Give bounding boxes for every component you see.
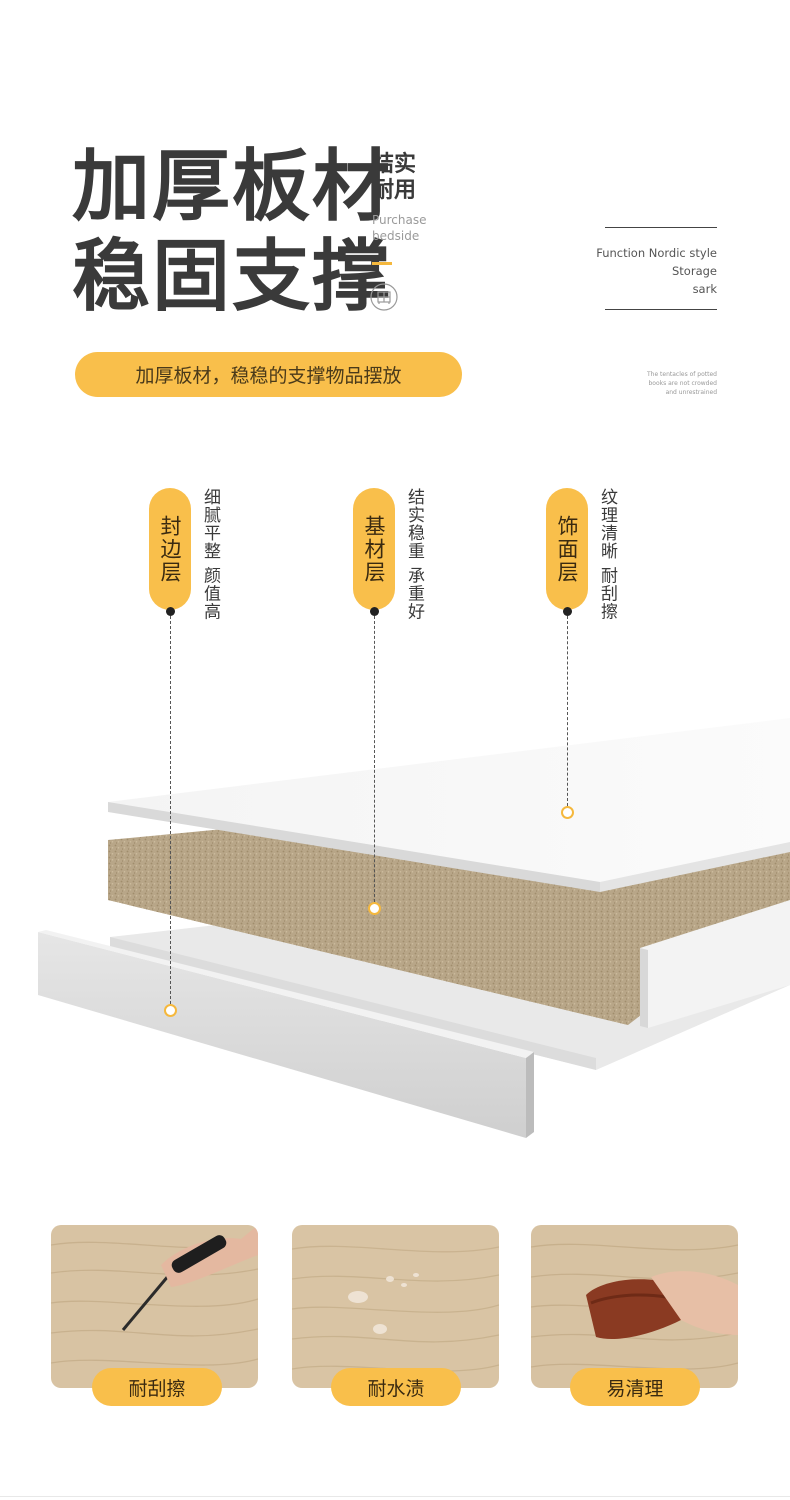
tiny-line-1: The tentacles of potted — [646, 371, 717, 378]
title-line-1: 加厚板材 — [72, 142, 393, 232]
feature-label-water: 耐水渍 — [331, 1368, 461, 1406]
orange-dash — [372, 262, 392, 265]
bottom-rule — [605, 309, 717, 310]
layer-tag-veneer: 饰面层 — [546, 488, 588, 610]
layer-dot-veneer — [563, 607, 572, 616]
top-rule — [605, 227, 717, 228]
side-cn-line-1: 结实 — [372, 152, 417, 177]
func-line-2: Storage — [672, 264, 717, 278]
layer-line-edge — [170, 616, 171, 1004]
subtitle-pill: 加厚板材，稳稳的支撑物品摆放 — [75, 352, 462, 397]
layer-desc-edge: 细腻平整 颜值高 — [200, 488, 220, 621]
layer-line-veneer — [567, 616, 568, 806]
feature-image-scratch — [51, 1225, 258, 1388]
side-en-line-2: bedside — [372, 229, 420, 243]
layer-marker-veneer — [561, 806, 574, 819]
feature-image-clean — [531, 1225, 738, 1388]
func-line-3: sark — [692, 282, 717, 296]
layer-marker-core — [368, 902, 381, 915]
bottom-divider — [0, 1496, 790, 1497]
tiny-line-3: and unrestrained — [665, 389, 717, 396]
layer-desc-veneer: 纹理清晰 耐刮擦 — [597, 488, 617, 621]
layer-line-core — [374, 616, 375, 902]
title-line-2: 稳固支撑 — [72, 232, 393, 322]
layer-dot-core — [370, 607, 379, 616]
board-layers-illustration — [38, 718, 790, 1138]
tiny-line-2: books are not crowded — [648, 380, 717, 387]
layer-tag-core: 基材层 — [353, 488, 395, 610]
feature-image-water — [292, 1225, 499, 1388]
side-en-line-1: Purchase — [372, 213, 427, 227]
layer-dot-edge — [166, 607, 175, 616]
feature-label-scratch: 耐刮擦 — [92, 1368, 222, 1406]
cabinet-icon — [370, 283, 398, 311]
side-cn-line-2: 耐用 — [372, 178, 417, 203]
layer-marker-edge — [164, 1004, 177, 1017]
layer-desc-core: 结实稳重 承重好 — [404, 488, 424, 621]
feature-label-clean: 易清理 — [570, 1368, 700, 1406]
func-line-1: Function Nordic style — [596, 246, 717, 260]
layer-tag-edge: 封边层 — [149, 488, 191, 610]
